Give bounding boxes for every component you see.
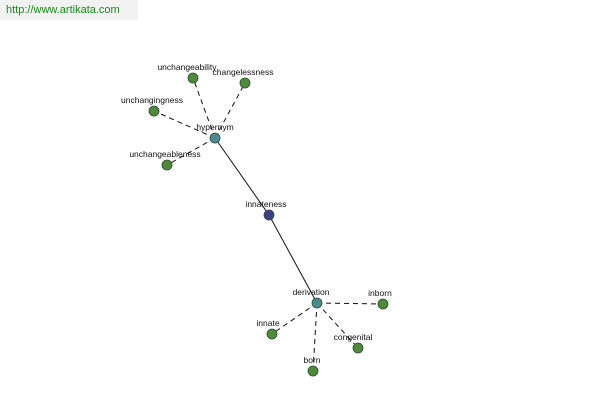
- edge-innateness-hypernym: [214, 137, 270, 216]
- node-innateness[interactable]: [263, 209, 275, 221]
- node-derivation[interactable]: [311, 297, 323, 309]
- node-born[interactable]: [307, 365, 319, 377]
- edge-hypernym-unchangeableness: [166, 137, 216, 166]
- node-unchangeability[interactable]: [187, 72, 199, 84]
- edge-derivation-born: [312, 302, 318, 372]
- node-congenital[interactable]: [352, 342, 364, 354]
- label-derivation: derivation: [293, 287, 330, 297]
- label-hypernym: hypernym: [196, 122, 233, 132]
- label-inborn: inborn: [368, 288, 392, 298]
- edge-hypernym-unchangingness: [153, 110, 216, 139]
- edge-derivation-congenital: [316, 302, 359, 349]
- label-unchangingness: unchangingness: [121, 95, 183, 105]
- label-innateness: innateness: [245, 199, 286, 209]
- label-unchangeability: unchangeability: [157, 62, 217, 72]
- edge-derivation-inborn: [316, 302, 384, 305]
- label-changelessness: changelessness: [213, 67, 274, 77]
- label-born: born: [303, 355, 320, 365]
- node-unchangeableness[interactable]: [161, 159, 173, 171]
- label-unchangeableness: unchangeableness: [129, 149, 200, 159]
- node-innate[interactable]: [266, 328, 278, 340]
- label-innate: innate: [256, 318, 279, 328]
- edge-hypernym-unchangeability: [192, 77, 216, 139]
- edge-innateness-derivation: [268, 214, 318, 304]
- edge-derivation-innate: [271, 302, 318, 335]
- node-inborn[interactable]: [377, 298, 389, 310]
- watermark-url: http://www.artikata.com: [0, 0, 138, 20]
- edges-layer: [153, 77, 384, 372]
- nodes-layer: [148, 72, 389, 377]
- edge-hypernym-changelessness: [214, 82, 246, 139]
- node-hypernym[interactable]: [209, 132, 221, 144]
- node-unchangingness[interactable]: [148, 105, 160, 117]
- label-congenital: congenital: [334, 332, 373, 342]
- node-changelessness[interactable]: [239, 77, 251, 89]
